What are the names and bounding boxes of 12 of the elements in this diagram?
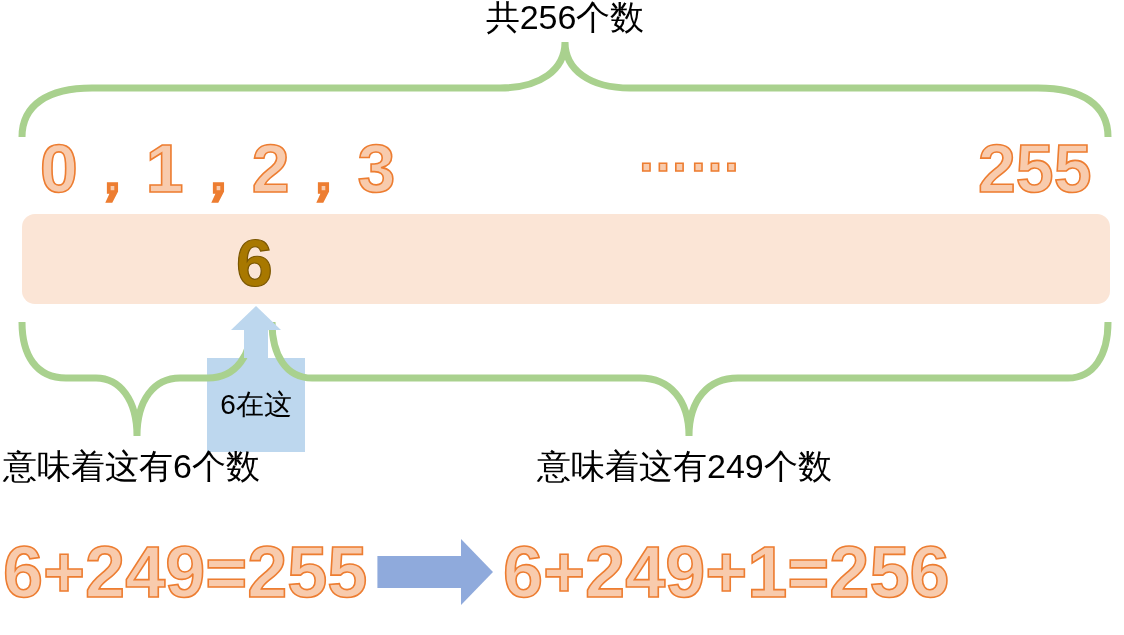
number-label: 255 bbox=[978, 134, 1092, 202]
highlight-band bbox=[22, 214, 1110, 304]
number-sequence: 0，1，2，3 bbox=[40, 134, 396, 202]
highlighted-number: 6 bbox=[236, 230, 273, 296]
ellipsis: …… bbox=[637, 127, 741, 179]
arrow bbox=[377, 539, 493, 605]
equation: 6+249+1=256 bbox=[503, 536, 950, 608]
arrow bbox=[231, 306, 281, 358]
brace-label: 共256个数 bbox=[485, 0, 645, 34]
brace-label: 意味着这有249个数 bbox=[537, 449, 832, 483]
equation: 6+249=255 bbox=[3, 536, 368, 608]
brace-label: 意味着这有6个数 bbox=[3, 449, 260, 483]
